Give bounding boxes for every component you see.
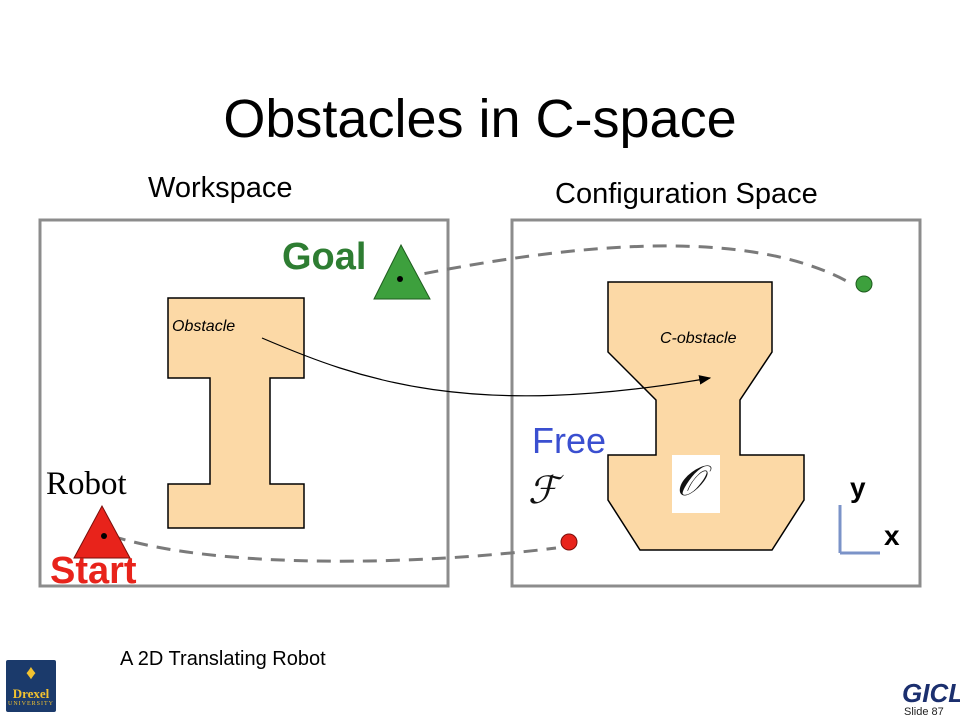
- goal-robot-triangle: [373, 243, 431, 300]
- start-reference-point: [101, 533, 107, 539]
- goal-reference-point: [397, 276, 403, 282]
- obstacle-space-symbol: 𝒪: [676, 459, 703, 505]
- dragon-icon: ♦: [25, 662, 37, 684]
- workspace-label: Workspace: [148, 172, 293, 204]
- gicl-logo: GICL: [902, 678, 960, 708]
- workspace-obstacle: [167, 297, 305, 529]
- c-obstacle-label: C-obstacle: [660, 330, 737, 347]
- goal-label: Goal: [282, 236, 367, 278]
- start-path: [111, 534, 557, 563]
- cspace-frame: [510, 218, 922, 588]
- start-configuration-point: [560, 533, 578, 551]
- mapping-arrow: [261, 337, 712, 397]
- goal-path: [401, 244, 853, 286]
- drexel-logo-subtitle: UNIVERSITY: [8, 701, 54, 707]
- start-robot-triangle: [73, 504, 131, 559]
- goal-configuration-point: [855, 275, 873, 293]
- free-space-label: Free: [532, 420, 607, 461]
- obstacle-symbol-background: [672, 455, 720, 513]
- drexel-logo-name: Drexel: [12, 686, 50, 701]
- robot-label: Robot: [46, 466, 127, 502]
- drexel-logo: ♦ Drexel UNIVERSITY: [6, 660, 56, 712]
- slide-number: Slide 87: [904, 706, 944, 718]
- obstacle-label: Obstacle: [172, 318, 236, 335]
- slide-title: Obstacles in C-space: [223, 89, 737, 149]
- axis-x-label: x: [884, 520, 900, 551]
- cspace-label: Configuration Space: [555, 178, 818, 210]
- workspace-frame: [38, 218, 450, 588]
- free-space-symbol: ℱ: [528, 470, 558, 512]
- axis-y-label: y: [850, 472, 866, 503]
- slide-caption: A 2D Translating Robot: [120, 648, 326, 670]
- start-label: Start: [50, 550, 137, 592]
- c-obstacle-shape: [607, 281, 805, 551]
